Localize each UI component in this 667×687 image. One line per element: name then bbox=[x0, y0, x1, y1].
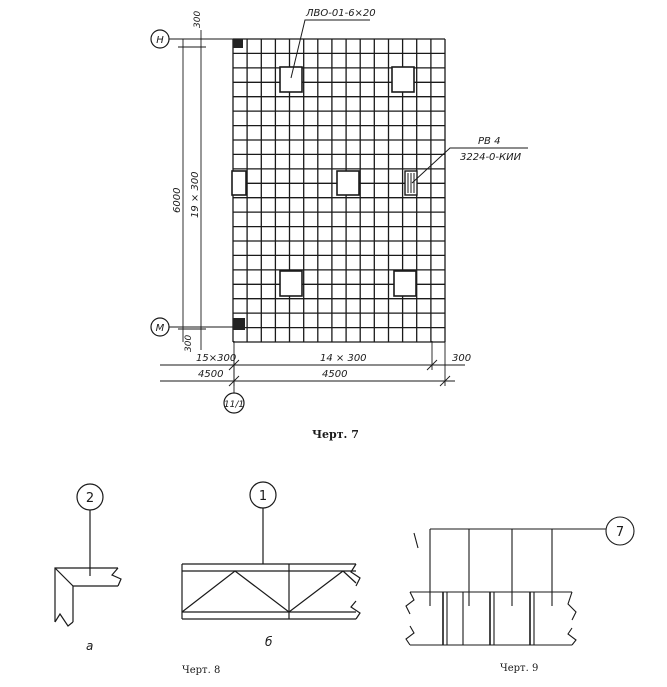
corner-filler bbox=[233, 39, 243, 48]
dim-19x300: 19 × 300 bbox=[190, 171, 201, 218]
fig8-caption: Черт. 8 bbox=[182, 665, 220, 676]
horizontal-dimensions bbox=[160, 341, 465, 387]
vent-grille bbox=[404, 170, 418, 196]
light-fixture bbox=[231, 170, 247, 196]
dim-4500-left: 4500 bbox=[198, 369, 223, 380]
ceiling-section bbox=[405, 591, 577, 646]
corner-profile-a bbox=[54, 567, 122, 627]
svg-text:Н: Н bbox=[156, 35, 164, 46]
dim-right-300: 300 bbox=[452, 353, 471, 364]
dim-4500-right: 4500 bbox=[322, 369, 347, 380]
leader-line bbox=[411, 147, 528, 184]
axis-marker-column: 11/1 bbox=[223, 341, 245, 414]
light-fixture bbox=[336, 170, 360, 196]
dim-bottom-300: 300 bbox=[184, 335, 194, 352]
fig9-caption: Черт. 9 bbox=[500, 663, 538, 674]
light-fixture bbox=[391, 66, 415, 93]
dim-14x300: 14 × 300 bbox=[320, 353, 367, 364]
corner-filler bbox=[233, 318, 245, 330]
vent-label-sub: 3224-0-КИИ bbox=[460, 152, 522, 163]
svg-text:М: М bbox=[156, 323, 165, 334]
light-fixture bbox=[279, 270, 303, 297]
top-fixture-label: ЛВО-01-6×20 bbox=[305, 8, 376, 19]
svg-text:2: 2 bbox=[86, 491, 94, 506]
truss-b bbox=[181, 563, 361, 620]
vertical-dimensions bbox=[178, 30, 206, 350]
fig7-plan: ЛВО-01-6×20 РВ 4 3224-0-КИИ Н М 11/1 300 bbox=[150, 8, 528, 441]
svg-text:7: 7 bbox=[616, 525, 624, 540]
callout-2: 2 bbox=[76, 483, 104, 576]
callout-1: 1 bbox=[249, 481, 277, 564]
fig8-sub-b: б bbox=[265, 635, 273, 649]
dim-6000: 6000 bbox=[172, 188, 183, 213]
dim-15x300: 15×300 bbox=[196, 353, 236, 364]
svg-text:1: 1 bbox=[259, 489, 267, 504]
fig8: 2 а 1 б bbox=[54, 481, 361, 676]
light-fixture bbox=[393, 270, 417, 297]
fig9: 7 Черт. 9 bbox=[405, 516, 635, 674]
svg-text:11/1: 11/1 bbox=[224, 400, 244, 410]
axis-marker-bottom: М bbox=[150, 317, 233, 337]
fig8-sub-a: а bbox=[86, 639, 93, 653]
light-fixture bbox=[279, 66, 303, 93]
axis-marker-top: Н bbox=[150, 29, 233, 49]
callout-7: 7 bbox=[605, 516, 635, 546]
vent-label-main: РВ 4 bbox=[478, 136, 500, 147]
fig7-caption: Черт. 7 bbox=[312, 428, 359, 441]
dim-top-300: 300 bbox=[193, 11, 203, 28]
light-fixtures bbox=[231, 66, 417, 297]
leader-line bbox=[290, 19, 370, 79]
